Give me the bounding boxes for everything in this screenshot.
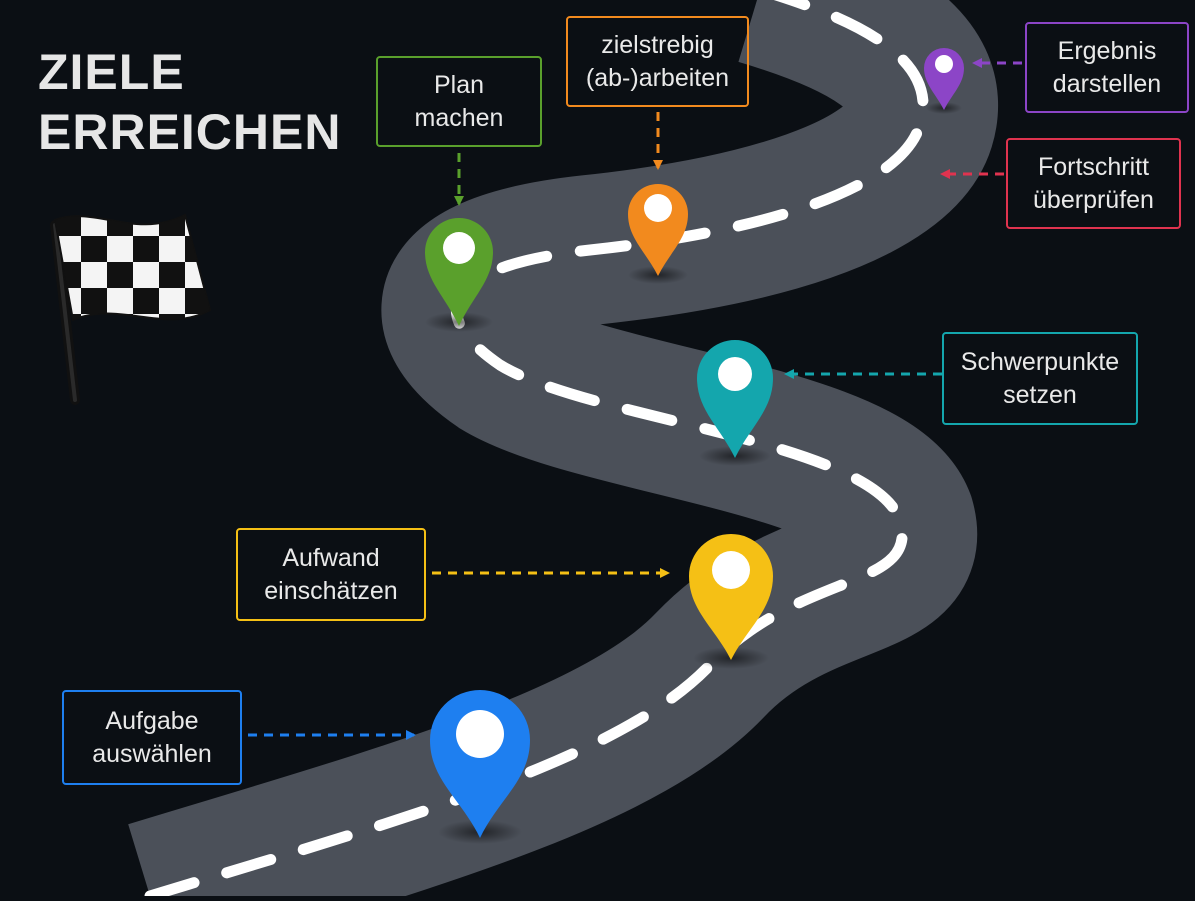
step-label-aufgabe: Aufgabe auswählen — [62, 690, 242, 785]
step-label-fortschritt: Fortschritt überprüfen — [1006, 138, 1181, 229]
step-label-line-2: machen — [414, 103, 504, 132]
step-label-line-1: Ergebnis — [1057, 36, 1157, 65]
step-label-line-1: Fortschritt — [1037, 152, 1150, 181]
connectors — [248, 58, 1022, 740]
step-label-line-2: darstellen — [1052, 69, 1162, 98]
page-title: ZIELE ERREICHEN — [38, 42, 341, 162]
winding-road — [128, 0, 998, 901]
map-pin-icon — [689, 534, 773, 669]
map-pin-icon — [628, 184, 688, 284]
step-label-line-1: zielstrebig — [601, 30, 714, 59]
map-pin-icon — [924, 48, 964, 114]
step-label-plan: Plan machen — [376, 56, 542, 147]
step-label-line-1: Aufwand — [282, 543, 380, 572]
title-line-1: ZIELE — [38, 44, 185, 100]
step-label-zielstrebig: zielstrebig (ab-)arbeiten — [566, 16, 749, 107]
title-line-2: ERREICHEN — [38, 104, 342, 160]
step-label-aufwand: Aufwand einschätzen — [236, 528, 426, 621]
step-label-line-2: einschätzen — [264, 576, 398, 605]
step-label-schwerpunkte: Schwerpunkte setzen — [942, 332, 1138, 425]
step-label-line-2: setzen — [1003, 380, 1077, 409]
checkered-flag-icon — [50, 213, 212, 405]
map-pin-icon — [430, 690, 530, 844]
step-label-line-2: auswählen — [92, 739, 212, 768]
step-label-line-1: Aufgabe — [105, 706, 199, 735]
step-label-line-1: Schwerpunkte — [960, 347, 1120, 376]
step-label-ergebnis: Ergebnis darstellen — [1025, 22, 1189, 113]
map-pin-icon — [425, 218, 493, 332]
road-center-line — [144, 0, 929, 901]
step-label-line-2: überprüfen — [1033, 185, 1154, 214]
step-label-line-1: Plan — [433, 70, 485, 99]
map-pin-icon — [697, 340, 773, 466]
step-label-line-2: (ab-)arbeiten — [585, 63, 730, 92]
